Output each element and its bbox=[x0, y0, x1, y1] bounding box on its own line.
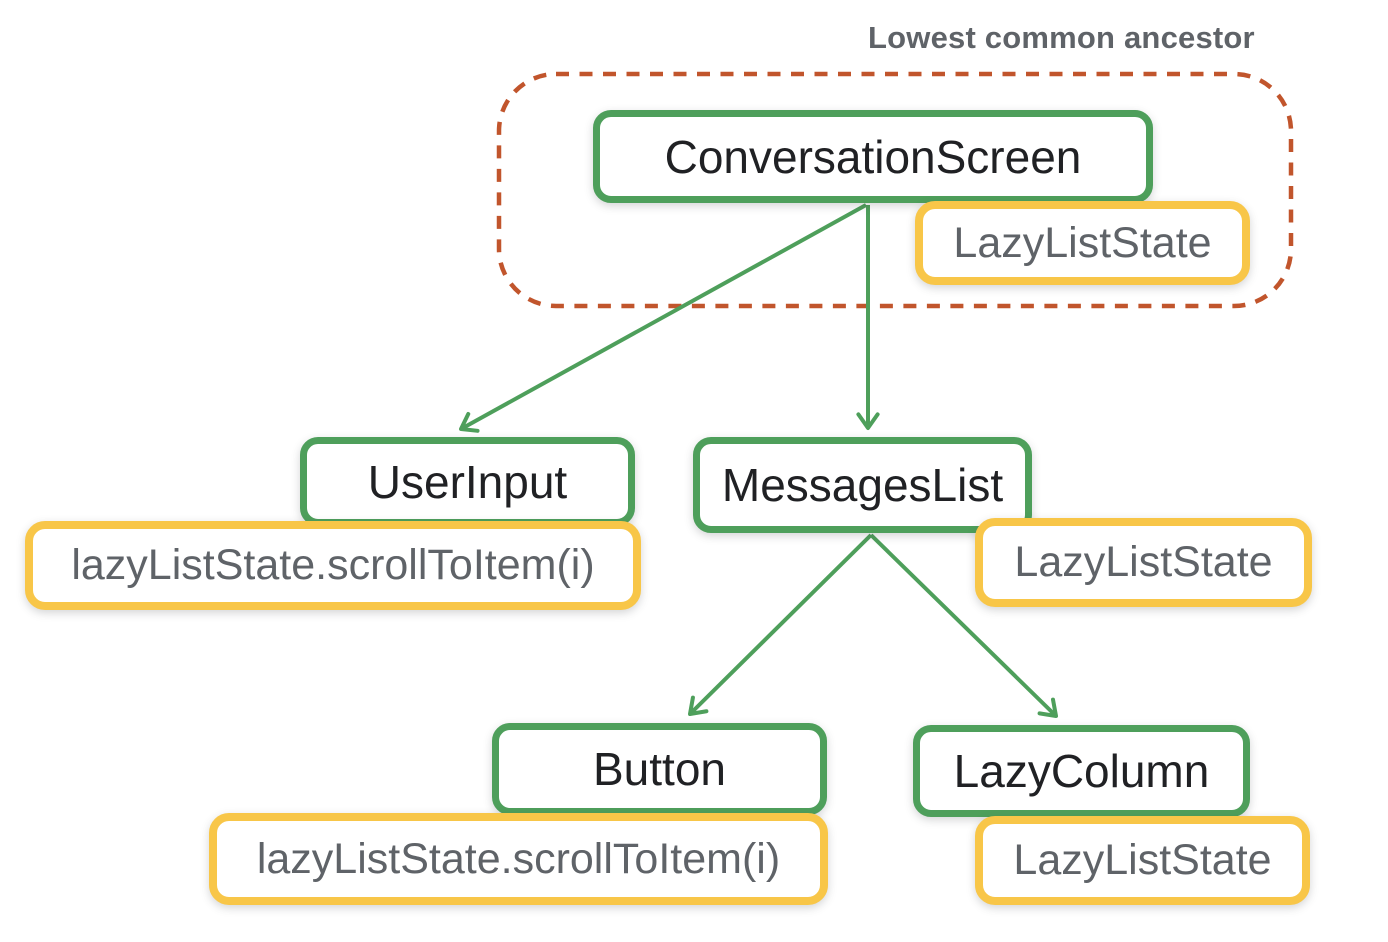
edge-messageslist-to-lazycolumn bbox=[869, 533, 1058, 718]
edge-conversationscreen-to-userinput bbox=[459, 203, 867, 433]
node-messageslist: MessagesList bbox=[693, 437, 1032, 533]
state-lazyliststate-messageslist: LazyListState bbox=[975, 518, 1312, 607]
state-lazyliststate-conversationscreen: LazyListState bbox=[915, 201, 1250, 285]
node-button: Button bbox=[492, 723, 827, 815]
state-lazyliststate-lazycolumn: LazyListState bbox=[975, 816, 1310, 905]
edge-messageslist-to-button bbox=[688, 533, 873, 716]
node-userinput: UserInput bbox=[300, 437, 635, 526]
lowest-common-ancestor-label: Lowest common ancestor bbox=[868, 20, 1255, 55]
node-lazycolumn: LazyColumn bbox=[913, 725, 1250, 817]
state-scrolltoitem-button: lazyListState.scrollToItem(i) bbox=[209, 813, 828, 905]
state-scrolltoitem-userinput: lazyListState.scrollToItem(i) bbox=[25, 521, 641, 610]
lowest-common-ancestor-outline bbox=[496, 71, 1294, 309]
node-conversationscreen: ConversationScreen bbox=[593, 110, 1153, 203]
